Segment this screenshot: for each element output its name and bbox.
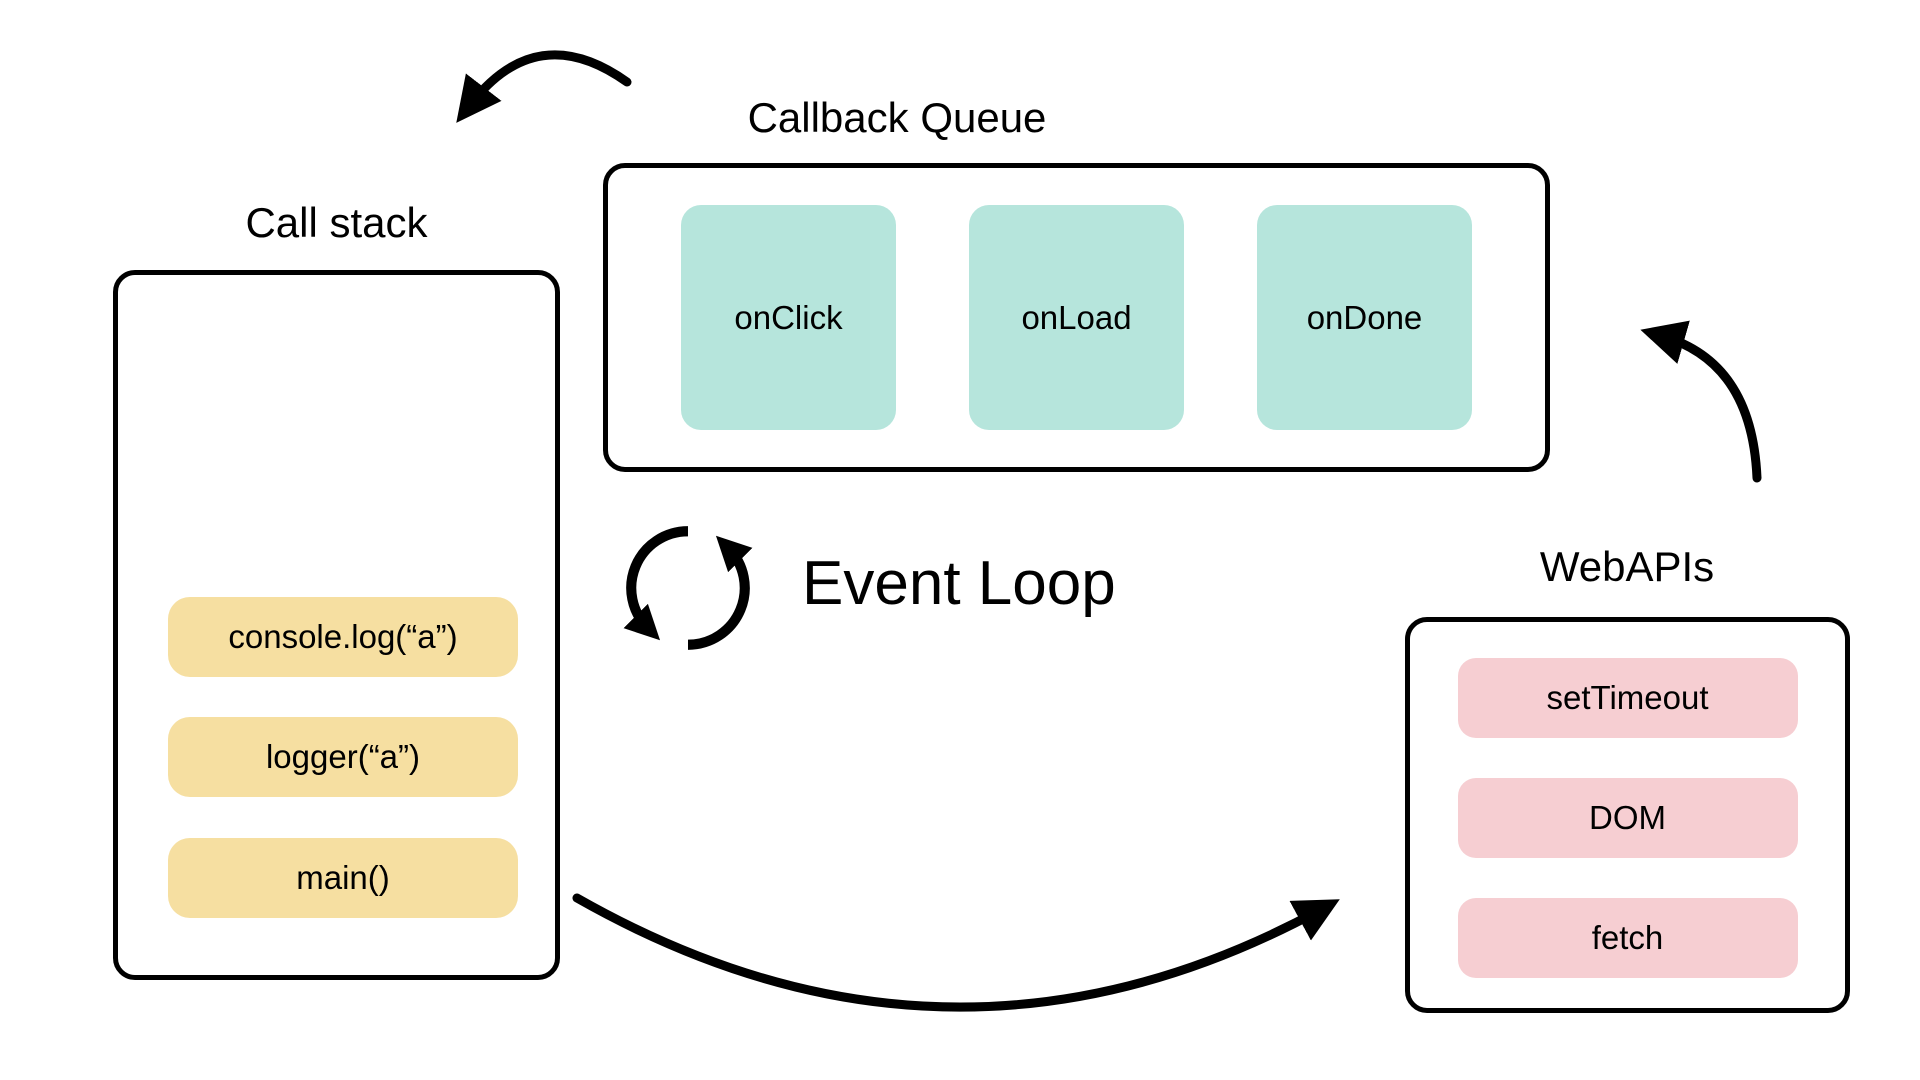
queue-item: onClick	[681, 205, 896, 430]
webapis-to-queue-arrow	[1640, 320, 1762, 483]
stack-to-webapis-arrow	[572, 893, 1340, 1012]
call-stack-box: console.log(“a”) logger(“a”) main()	[113, 270, 560, 980]
webapis-box: setTimeout DOM fetch	[1405, 617, 1850, 1013]
webapi-item: fetch	[1457, 898, 1798, 978]
stack-frame: console.log(“a”)	[168, 597, 518, 677]
queue-item: onDone	[1257, 205, 1472, 430]
webapis-title: WebAPIs	[1539, 543, 1715, 590]
call-stack-title: Call stack	[245, 199, 428, 246]
callback-queue-box: onClick onLoad onDone	[603, 163, 1550, 472]
webapi-item: DOM	[1457, 778, 1798, 858]
stack-frame: main()	[168, 838, 518, 918]
webapi-item: setTimeout	[1457, 658, 1798, 738]
event-loop-label: Event Loop	[802, 549, 1116, 618]
cycle-arrows-icon	[623, 526, 753, 650]
queue-to-stack-arrow	[456, 50, 632, 123]
callback-queue-title: Callback Queue	[747, 94, 1047, 141]
stack-frame: logger(“a”)	[168, 717, 518, 797]
queue-item: onLoad	[969, 205, 1184, 430]
